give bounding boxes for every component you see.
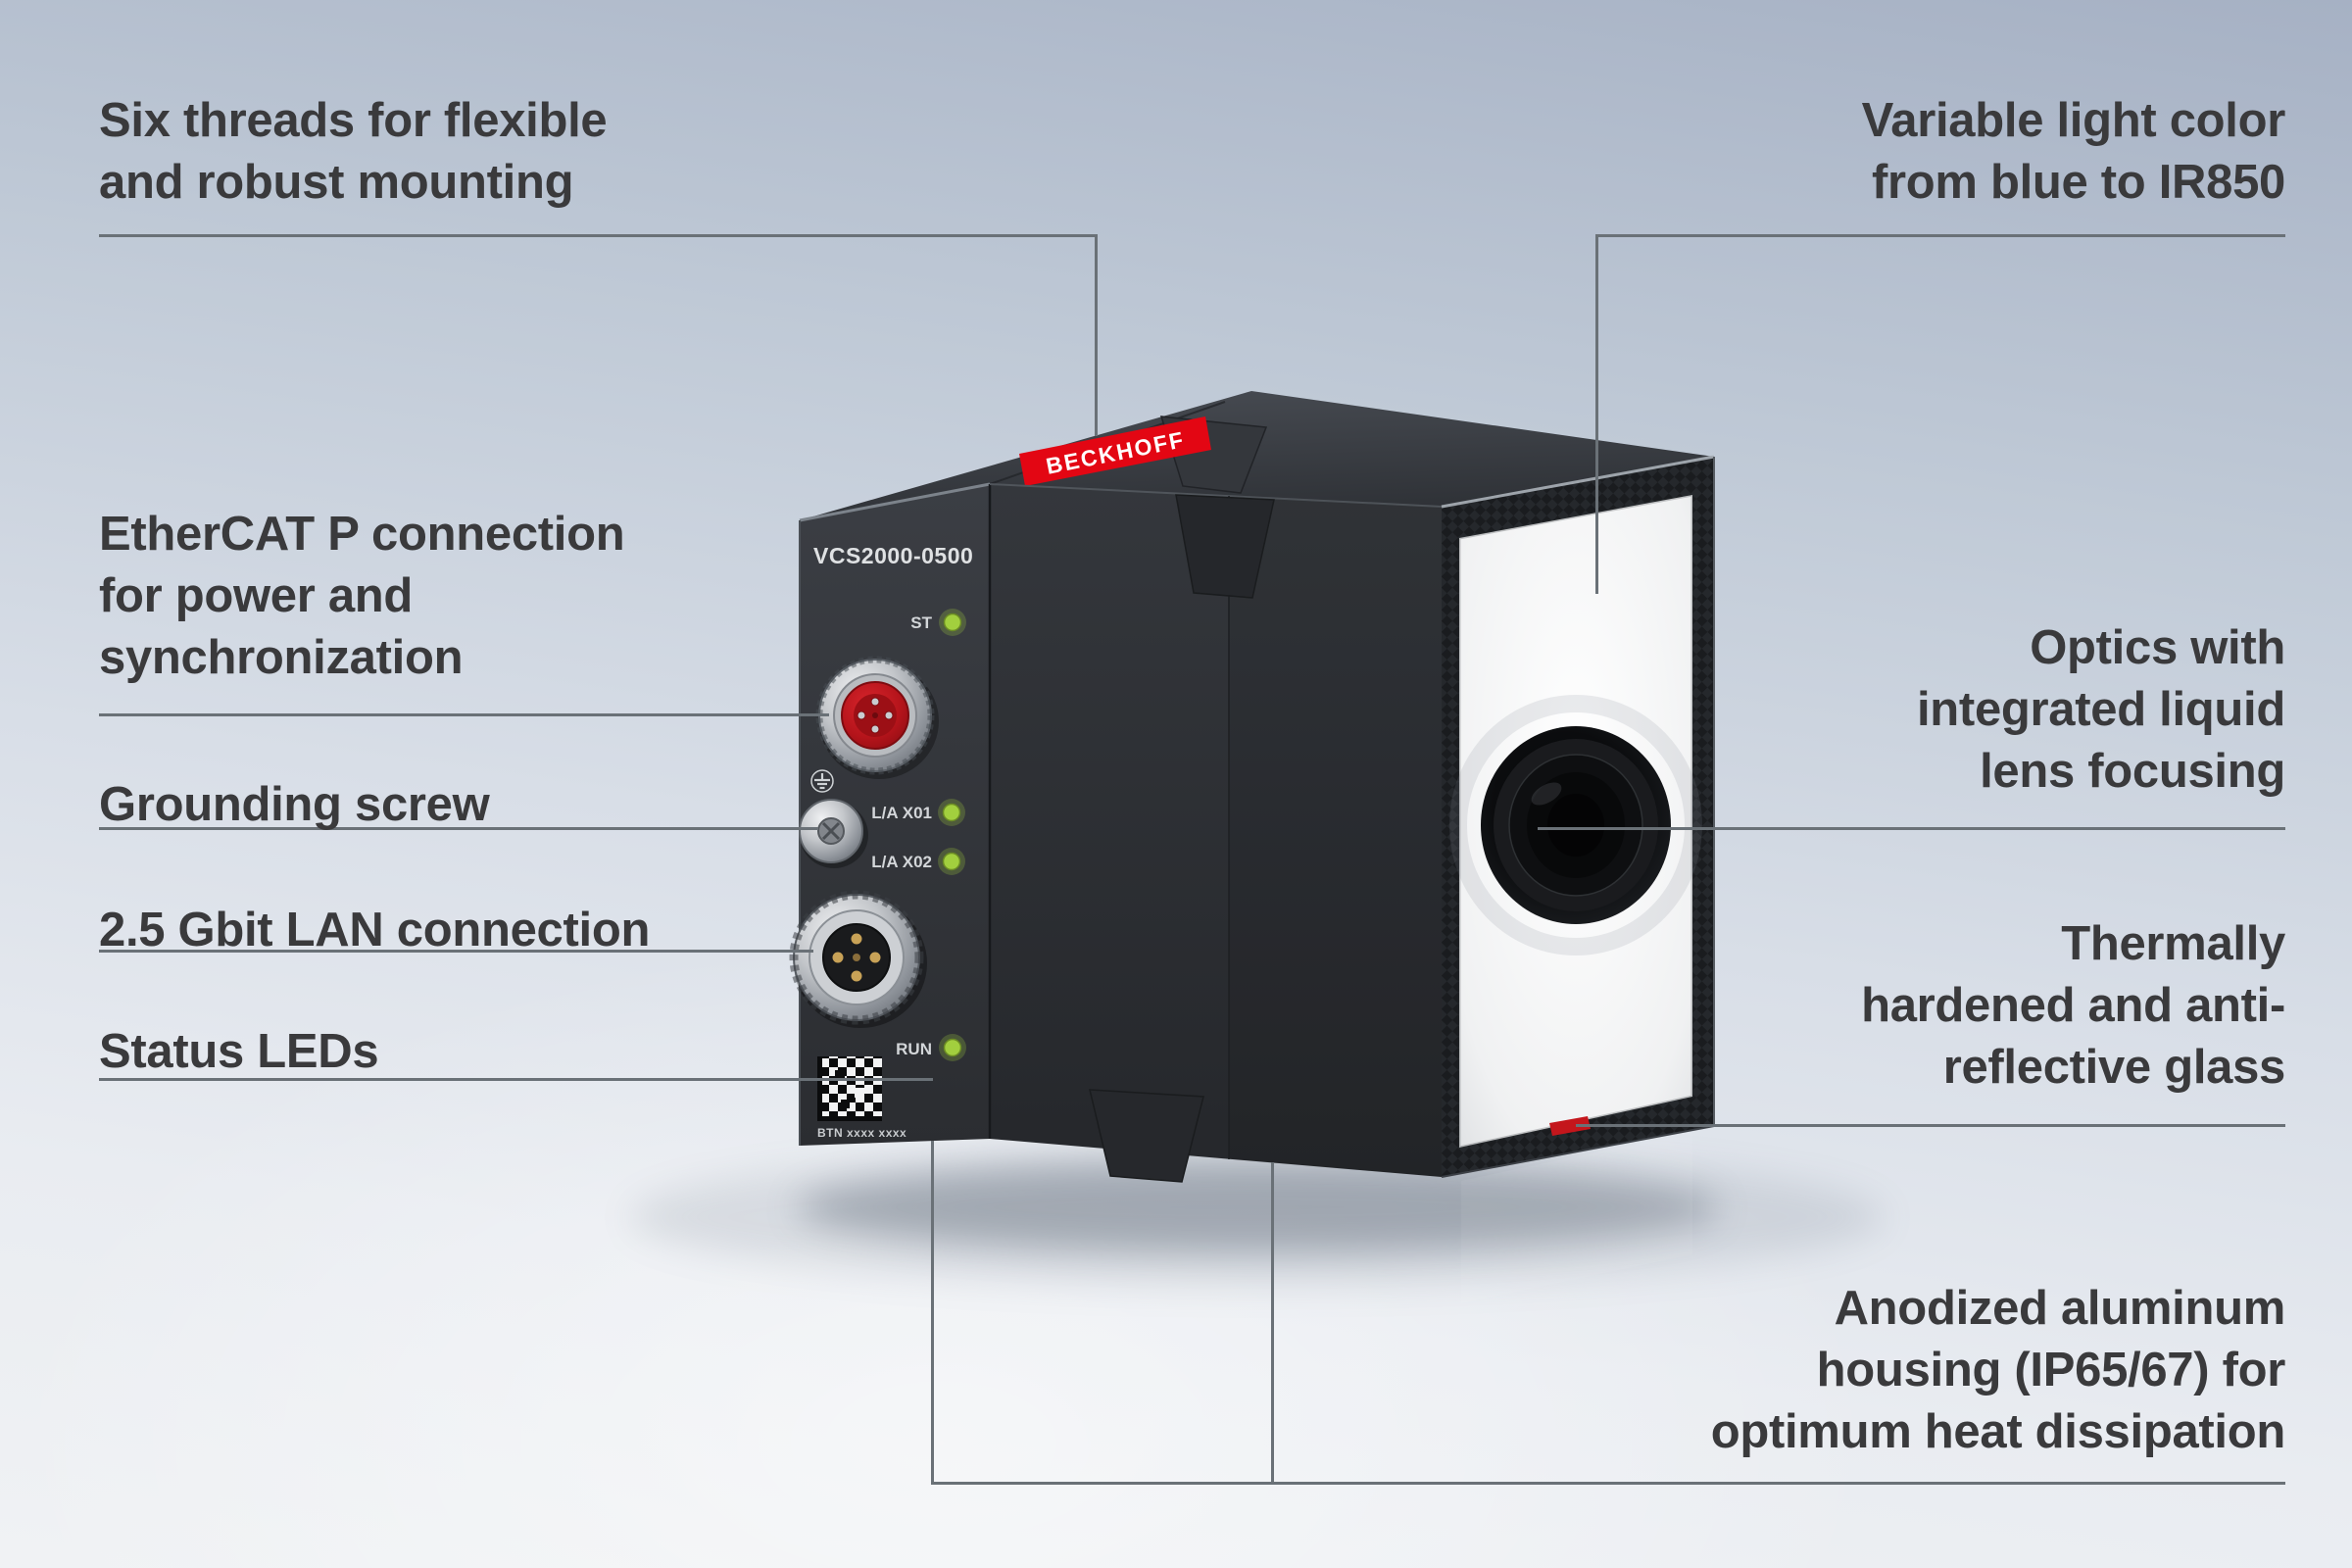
leader-grounding-h [99, 827, 818, 830]
housing-side-face [990, 484, 1442, 1177]
frame-red-accent [1549, 1116, 1591, 1136]
device-shadow [797, 1162, 1718, 1252]
btn-serial-text: BTN xxxx xxxx [817, 1126, 906, 1140]
panel-reflection [1461, 1132, 1692, 1303]
lower-mounting-slot [1089, 1089, 1204, 1183]
leader-housing-h [931, 1482, 2285, 1485]
front-frame-bottom-edge [1441, 1125, 1715, 1178]
body-front-section-shade [1229, 496, 1442, 1177]
body-top-edge-highlight [989, 483, 1443, 508]
connector-panel-top-edge [799, 482, 991, 522]
housing-top-face [800, 391, 1714, 520]
brand-label-background [1019, 416, 1211, 486]
callout-glass: Thermally hardened and anti- reflective … [1861, 917, 2285, 1094]
callout-status-leds: Status LEDs [99, 1025, 379, 1078]
grounding-screw [799, 799, 868, 868]
callout-grounding: Grounding screw [99, 778, 490, 831]
upper-mounting-slot [1175, 494, 1275, 599]
leader-lan-h [99, 950, 813, 953]
leader-ethercat-h [99, 713, 829, 716]
leader-glass-h [1576, 1124, 2285, 1127]
leader-housing-v1 [931, 1141, 934, 1482]
lens-halo [1449, 695, 1702, 956]
leader-six-threads-h [99, 234, 1098, 237]
leader-housing-v2 [1271, 1162, 1274, 1482]
st-led-label: ST [910, 613, 932, 632]
callout-lan: 2.5 Gbit LAN connection [99, 904, 651, 956]
camera-lens [1449, 695, 1702, 956]
data-matrix-code [817, 1056, 882, 1121]
leader-six-threads-v [1095, 234, 1098, 436]
lens-highlight [1531, 782, 1562, 806]
lan-m12-connector [789, 890, 927, 1028]
callout-light-color: Variable light color from blue to IR850 [1861, 94, 2286, 209]
ethercat-p-connector [815, 656, 939, 779]
lens-core [1547, 794, 1604, 857]
la-x02-led-label: L/A X02 [871, 853, 932, 871]
callout-ethercat: EtherCAT P connection for power and sync… [99, 508, 625, 684]
st-led [939, 609, 966, 636]
callout-six-threads: Six threads for flexible and robust moun… [99, 94, 608, 209]
la-x02-led [938, 848, 965, 875]
callout-housing: Anodized aluminum housing (IP65/67) for … [1710, 1282, 2286, 1458]
leader-light-color-h [1595, 234, 2285, 237]
ground-symbol-icon [810, 769, 834, 793]
model-number-text: VCS2000-0500 [813, 543, 973, 568]
run-led [939, 1034, 966, 1061]
la-x01-led-label: L/A X01 [871, 804, 932, 822]
callout-optics: Optics with integrated liquid lens focus… [1916, 621, 2285, 798]
run-led-label: RUN [896, 1040, 932, 1058]
la-x01-led [938, 799, 965, 826]
leader-light-color-v [1595, 234, 1598, 594]
front-frame-top-highlight [1441, 455, 1715, 509]
leader-optics-h [1538, 827, 2285, 830]
leader-status-leds-h [99, 1078, 933, 1081]
